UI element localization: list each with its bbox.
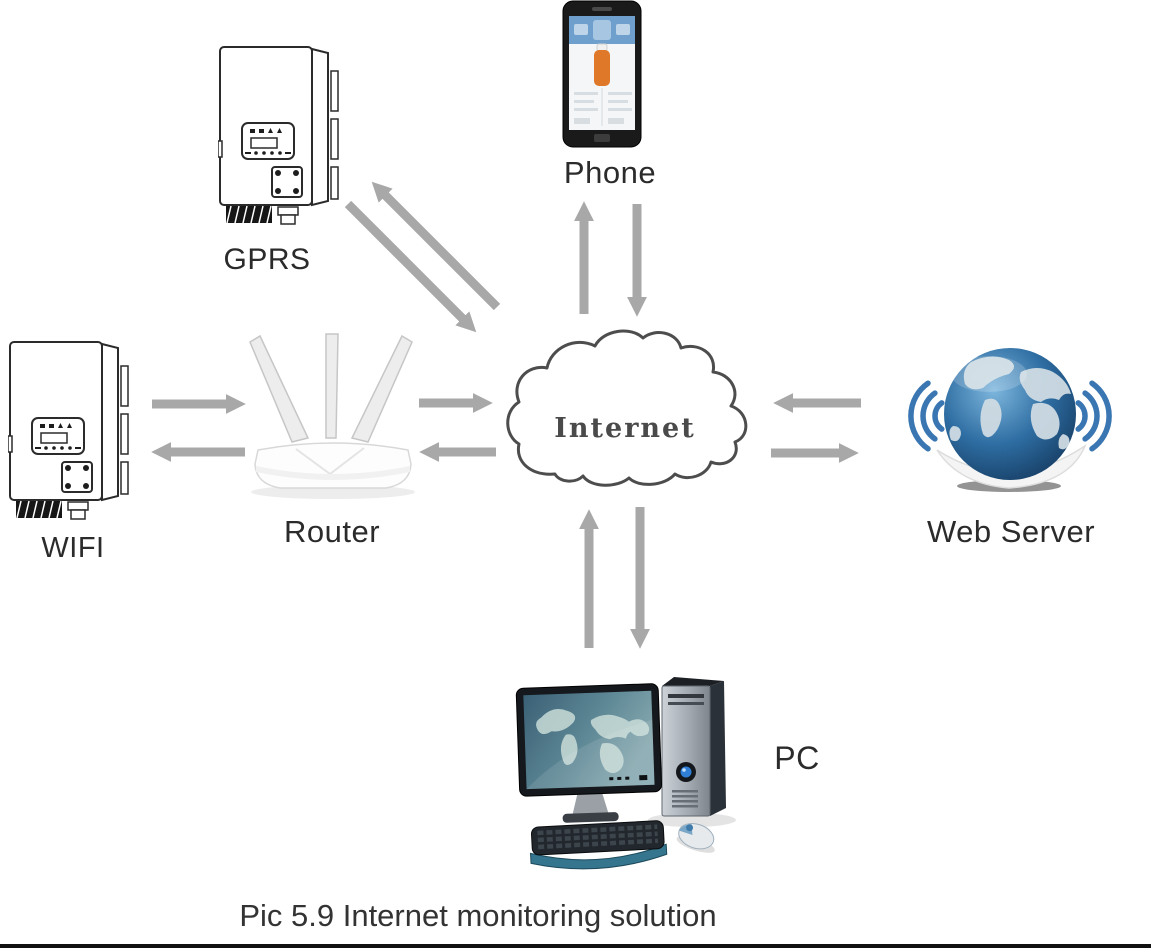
- wifi-label: WIFI: [41, 532, 105, 564]
- pc-keyboard: [529, 820, 668, 870]
- inverter-line-art-icon: [218, 46, 339, 225]
- cloud-outline-icon: Internet: [506, 329, 748, 487]
- arrow-internet-to-gprs: [371, 181, 501, 311]
- pc-tower: [648, 677, 736, 827]
- router-label: Router: [283, 514, 381, 549]
- phone-label: Phone: [563, 155, 657, 190]
- pc-monitor: [515, 683, 663, 823]
- gprs-node: GPRS: [218, 45, 346, 276]
- gprs-label: GPRS: [223, 243, 311, 276]
- router-node: Router: [238, 332, 423, 549]
- globe-with-signal-waves-icon: [908, 348, 1112, 492]
- pc-label: PC: [774, 740, 820, 776]
- web-server-node: Web Server: [893, 338, 1133, 549]
- smartphone-icon: [562, 0, 642, 148]
- internet-label: Internet: [554, 413, 695, 444]
- wifi-node: WIFI: [8, 340, 136, 564]
- phone-node: Phone: [562, 0, 656, 190]
- bottom-border-rule: [0, 944, 1151, 948]
- desktop-computer-icon: [515, 677, 736, 870]
- inverter-line-art-icon: [8, 341, 129, 520]
- wireless-router-icon: [249, 333, 415, 499]
- web-server-label: Web Server: [926, 514, 1096, 549]
- figure-caption: Pic 5.9 Internet monitoring solution: [239, 898, 717, 933]
- arrow-gprs-to-internet: [344, 200, 477, 333]
- pc-mouse: [676, 822, 715, 853]
- pc-node: PC: [510, 672, 819, 877]
- internet-node: Internet: [503, 324, 761, 494]
